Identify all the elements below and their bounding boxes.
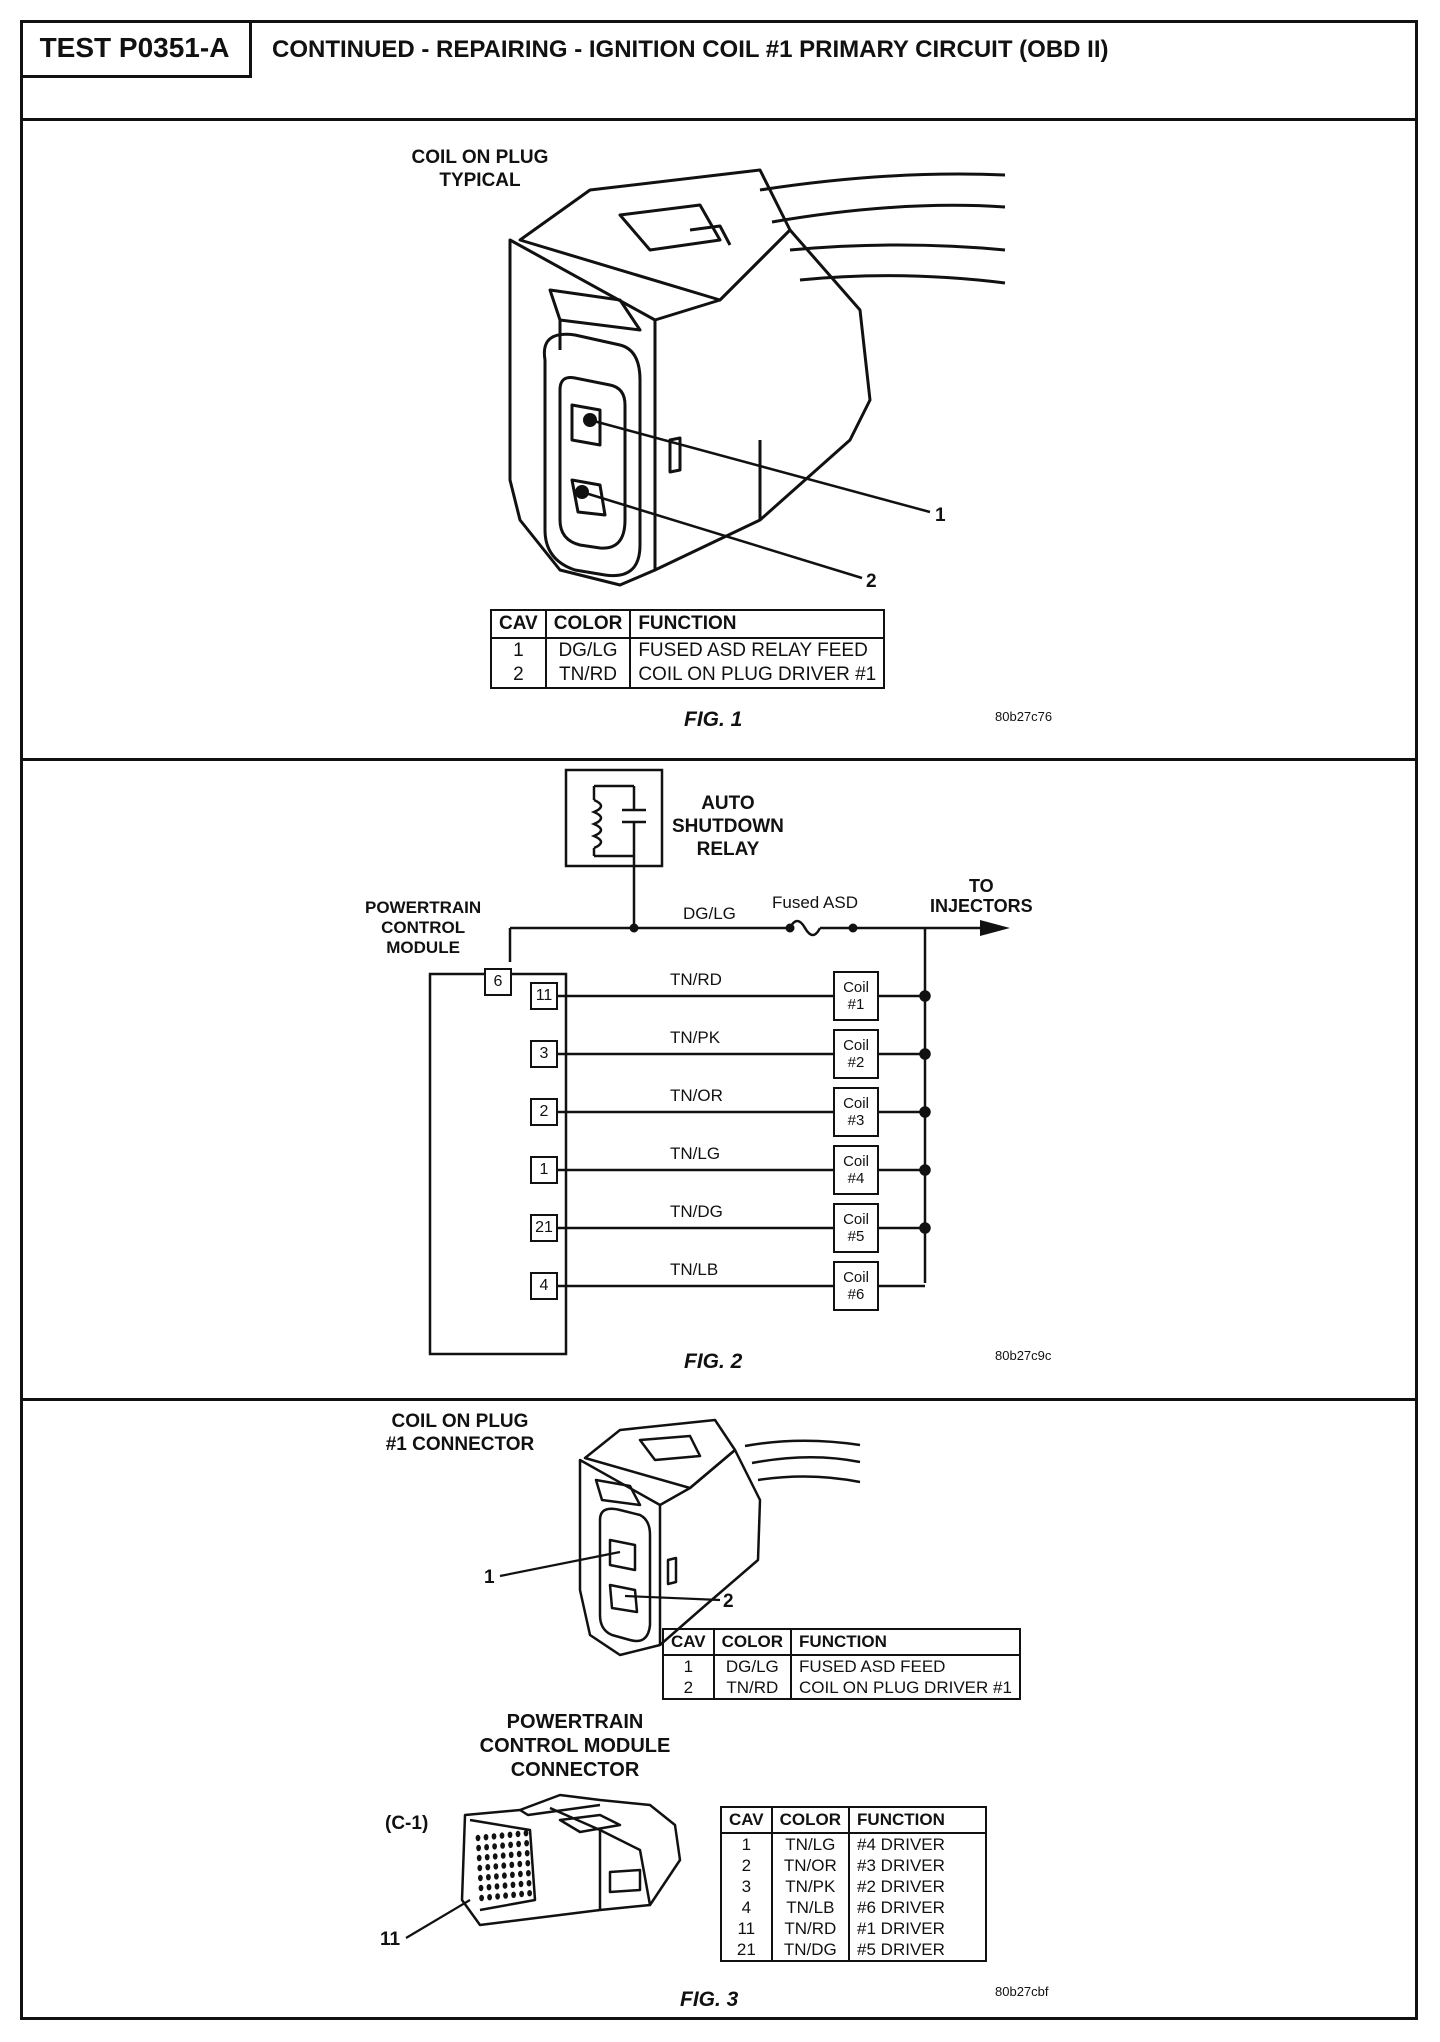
fig3-caption: FIG. 3 <box>680 1988 739 2011</box>
pcm-pin: 3 <box>530 1040 558 1068</box>
table-row: 1 DG/LG FUSED ASD RELAY FEED <box>490 638 886 663</box>
table-header-row: CAV COLOR FUNCTION <box>720 1806 987 1834</box>
col-color: COLOR <box>544 609 632 639</box>
pcm-pin-6: 6 <box>484 968 512 996</box>
fig3-callout-1: 1 <box>484 1567 495 1588</box>
fig3-code: 80b27cbf <box>995 1984 1049 1999</box>
pcm-pin: 2 <box>530 1098 558 1126</box>
pcm-pin: 4 <box>530 1272 558 1300</box>
fig2-caption: FIG. 2 <box>684 1350 743 1373</box>
wire-color-label: TN/OR <box>670 1086 723 1105</box>
page-frame <box>20 20 1418 2020</box>
feed-wire-label: DG/LG <box>683 904 736 923</box>
wire-color-label: TN/LB <box>670 1260 719 1279</box>
ignition-coil: Coil#3 <box>833 1087 879 1137</box>
pcm-pin: 1 <box>530 1156 558 1184</box>
ignition-coil: Coil#6 <box>833 1261 879 1311</box>
wire-color-label: TN/DG <box>670 1202 723 1221</box>
table-row: 1 DG/LG FUSED ASD FEED <box>662 1655 1021 1677</box>
fig1-cavity-table: CAV COLOR FUNCTION 1 DG/LG FUSED ASD REL… <box>490 609 886 689</box>
page-title: CONTINUED - REPAIRING - IGNITION COIL #1… <box>272 36 1109 63</box>
fuse-label: Fused ASD <box>772 893 858 912</box>
pcm-pin: 11 <box>530 982 558 1010</box>
col-cav: CAV <box>490 609 547 639</box>
section-divider-2 <box>20 1398 1418 1401</box>
pcm-pin: 21 <box>530 1214 558 1242</box>
fig3-callout-2: 2 <box>723 1591 734 1612</box>
table-header-row: CAV COLOR FUNCTION <box>662 1628 1021 1656</box>
fig2-code: 80b27c9c <box>995 1348 1052 1363</box>
fig1-callout-1: 1 <box>935 505 946 526</box>
wire-color-label: TN/RD <box>670 970 722 989</box>
table-header-row: CAV COLOR FUNCTION <box>490 609 886 639</box>
ignition-coil: Coil#5 <box>833 1203 879 1253</box>
fig1-code: 80b27c76 <box>995 709 1053 724</box>
fig1-caption: FIG. 1 <box>684 708 743 731</box>
ignition-coil: Coil#2 <box>833 1029 879 1079</box>
wire-color-label: TN/LG <box>670 1144 721 1163</box>
ignition-coil: Coil#4 <box>833 1145 879 1195</box>
fig1-callout-2: 2 <box>866 571 877 592</box>
test-id: TEST P0351-A <box>20 20 252 78</box>
table-row: 2 TN/RD COIL ON PLUG DRIVER #1 <box>662 1677 1021 1700</box>
section-divider-1 <box>20 758 1418 761</box>
fig3-cavity-table: CAV COLOR FUNCTION 1 DG/LG FUSED ASD FEE… <box>662 1628 1021 1700</box>
header-divider <box>20 118 1418 121</box>
table-row: 2 TN/RD COIL ON PLUG DRIVER #1 <box>490 663 886 689</box>
fig3-label: COIL ON PLUG#1 CONNECTOR <box>385 1411 535 1455</box>
wire-color-label: TN/PK <box>670 1028 721 1047</box>
col-function: FUNCTION <box>629 609 886 639</box>
fig3-callout-11: 11 <box>380 1929 401 1950</box>
c1-label: (C-1) <box>385 1813 429 1834</box>
ignition-coil: Coil#1 <box>833 971 879 1021</box>
